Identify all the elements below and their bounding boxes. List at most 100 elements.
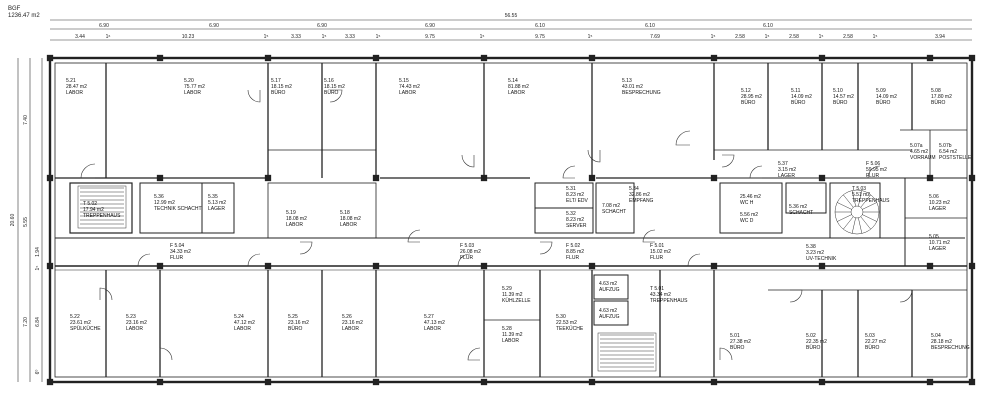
column — [968, 262, 976, 270]
wall-box — [48, 56, 974, 384]
dimension-label: 2.58 — [789, 34, 799, 40]
room-area: 14.09 m2 — [876, 94, 897, 100]
room-number: 5.03 — [865, 333, 875, 339]
room-area: 34.33 m2 — [170, 249, 191, 255]
column — [588, 54, 596, 62]
dimension-label: 3.94 — [935, 34, 945, 40]
room-number: 5.07b — [939, 143, 952, 149]
room-use: LABOR — [399, 90, 416, 96]
room-use: WC D — [740, 218, 754, 224]
door-swing — [159, 347, 173, 361]
door-swing — [247, 89, 261, 103]
room-area: 5.36 m2 — [789, 204, 807, 210]
room-area: 10.71 m2 — [929, 240, 950, 246]
room-number: 5.19 — [286, 210, 296, 216]
dimension-label: 3.44 — [75, 34, 85, 40]
column — [46, 378, 54, 386]
room-area: 17.94 m2 — [83, 207, 104, 213]
room-use: LABOR — [342, 326, 359, 332]
room-use: TREPPENHAUS — [83, 213, 121, 219]
wall-box — [54, 62, 968, 378]
room-number: 5.20 — [184, 78, 194, 84]
room-use: BÜRO — [741, 99, 756, 106]
room-area: 25.46 m2 — [740, 194, 761, 200]
room-use: LABOR — [508, 90, 525, 96]
room-number: T 5.03 — [852, 186, 866, 192]
room-use: FLUR — [566, 255, 579, 261]
room-number: F 5.03 — [460, 243, 474, 249]
room-area: 11.39 m2 — [502, 332, 523, 338]
dimension-label: 20.60 — [10, 214, 16, 227]
room-number: 5.24 — [234, 314, 244, 320]
door-swing — [467, 347, 481, 361]
room-use: VORRAUM — [910, 155, 936, 161]
room-area: 47.13 m2 — [424, 320, 445, 326]
room-number: F 5.04 — [170, 243, 184, 249]
wall-box — [534, 182, 594, 209]
door-swing — [461, 154, 475, 168]
room-use: BÜRO — [931, 99, 946, 106]
column — [926, 54, 934, 62]
room-area: 18.15 m2 — [271, 84, 292, 90]
walls — [46, 54, 976, 386]
wall-box — [69, 182, 133, 234]
room-use: TECHNIK SCHACHT — [154, 206, 202, 212]
room-use: LABOR — [66, 90, 83, 96]
column — [588, 378, 596, 386]
dimension-label: 9.75 — [425, 34, 435, 40]
wall-box — [267, 182, 377, 239]
room-area: 8.23 m2 — [566, 192, 584, 198]
room-use: EMPFANG — [629, 198, 654, 204]
column — [818, 54, 826, 62]
column — [968, 378, 976, 386]
room-number: 5.07a — [910, 143, 923, 149]
room-number: 5.14 — [508, 78, 518, 84]
room-use: FLUR — [460, 255, 473, 261]
bgf-label: BGF — [8, 6, 21, 12]
room-number: 5.17 — [271, 78, 281, 84]
room-area: 18.15 m2 — [324, 84, 345, 90]
room-use: AUFZUG — [599, 314, 620, 320]
room-area: 18.08 m2 — [340, 216, 361, 222]
room-use: FLUR — [866, 173, 879, 179]
column — [156, 54, 164, 62]
wall-box — [593, 274, 629, 300]
dimension-label: 6.10 — [535, 23, 545, 29]
dimension-label: 6.90 — [99, 23, 109, 29]
column — [46, 262, 54, 270]
wall-box — [593, 300, 629, 326]
room-number: 5.23 — [126, 314, 136, 320]
room-use: BESPRECHUNG — [931, 345, 970, 351]
room-area: 74.43 m2 — [399, 84, 420, 90]
room-area: 10.23 m2 — [929, 200, 950, 206]
room-area: 28.47 m2 — [66, 84, 87, 90]
bgf-area: 1236.47 m2 — [8, 13, 40, 19]
room-number: 5.18 — [340, 210, 350, 216]
room-use: LABOR — [234, 326, 251, 332]
room-use: TEEKÜCHE — [556, 325, 584, 332]
room-use: LABOR — [126, 326, 143, 332]
room-number: 5.22 — [70, 314, 80, 320]
column — [480, 378, 488, 386]
